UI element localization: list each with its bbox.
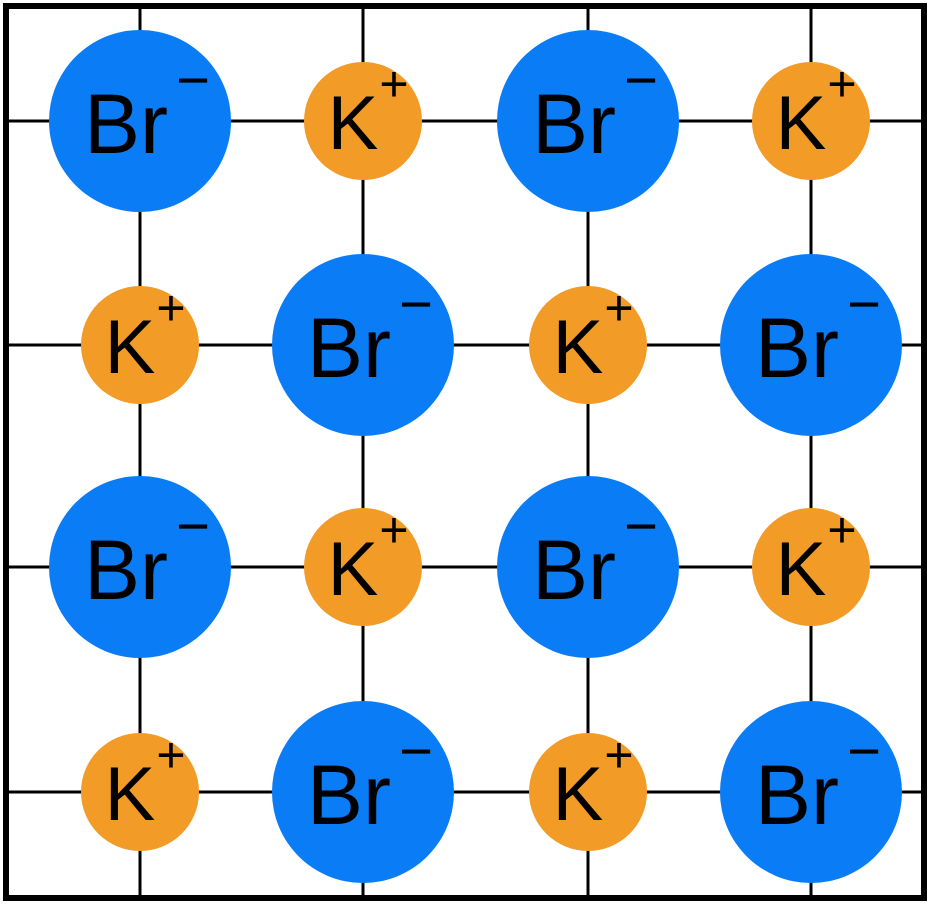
bromide-ion: Br− xyxy=(49,30,231,212)
bromide-ion-symbol: Br xyxy=(532,523,616,617)
potassium-ion-charge: + xyxy=(827,502,856,558)
potassium-ion: K+ xyxy=(752,56,870,180)
potassium-ion-symbol: K xyxy=(776,81,827,166)
bromide-ion-symbol: Br xyxy=(84,77,168,171)
bromide-ion-charge: − xyxy=(624,48,658,113)
bromide-ion-symbol: Br xyxy=(755,301,839,395)
bromide-ion-symbol: Br xyxy=(755,748,839,842)
bromide-ion-charge: − xyxy=(847,272,881,337)
bromide-ion-symbol: Br xyxy=(532,77,616,171)
bromide-ion: Br− xyxy=(497,476,679,658)
potassium-ion: K+ xyxy=(304,56,422,180)
potassium-ion-symbol: K xyxy=(328,81,379,166)
bromide-ion-charge: − xyxy=(399,272,433,337)
bromide-ion-charge: − xyxy=(624,494,658,559)
bromide-ion: Br− xyxy=(720,701,902,883)
bromide-ion-symbol: Br xyxy=(84,523,168,617)
potassium-ion-circle xyxy=(304,508,422,626)
bromide-ion-circle xyxy=(497,30,679,212)
potassium-ion: K+ xyxy=(529,280,647,404)
potassium-ion-charge: + xyxy=(156,727,185,783)
bromide-ion: Br− xyxy=(720,254,902,436)
potassium-ion: K+ xyxy=(81,727,199,851)
potassium-ion-symbol: K xyxy=(105,305,156,390)
potassium-ion-charge: + xyxy=(156,280,185,336)
ions: Br−K+Br−K+K+Br−K+Br−Br−K+Br−K+K+Br−K+Br− xyxy=(49,30,902,883)
bromide-ion-symbol: Br xyxy=(307,301,391,395)
bromide-ion: Br− xyxy=(49,476,231,658)
bromide-ion-symbol: Br xyxy=(307,748,391,842)
bromide-ion-circle xyxy=(49,30,231,212)
potassium-ion: K+ xyxy=(304,502,422,626)
potassium-ion-charge: + xyxy=(379,502,408,558)
bromide-ion-circle xyxy=(720,254,902,436)
lattice-border xyxy=(3,3,927,901)
potassium-ion-circle xyxy=(752,508,870,626)
bromide-ion-circle xyxy=(497,476,679,658)
bromide-ion: Br− xyxy=(272,254,454,436)
potassium-ion-circle xyxy=(81,733,199,851)
potassium-ion-circle xyxy=(529,733,647,851)
potassium-ion-symbol: K xyxy=(553,752,604,837)
bromide-ion-charge: − xyxy=(176,494,210,559)
bromide-ion-circle xyxy=(272,254,454,436)
bromide-ion-circle xyxy=(720,701,902,883)
potassium-ion-symbol: K xyxy=(105,752,156,837)
potassium-ion-circle xyxy=(304,62,422,180)
bromide-ion: Br− xyxy=(497,30,679,212)
potassium-ion-symbol: K xyxy=(776,527,827,612)
bromide-ion: Br− xyxy=(272,701,454,883)
bromide-ion-charge: − xyxy=(847,719,881,784)
potassium-ion-circle xyxy=(752,62,870,180)
potassium-ion-symbol: K xyxy=(328,527,379,612)
bromide-ion-charge: − xyxy=(399,719,433,784)
potassium-ion-charge: + xyxy=(379,56,408,112)
potassium-ion-charge: + xyxy=(604,280,633,336)
bromide-ion-charge: − xyxy=(176,48,210,113)
potassium-ion-circle xyxy=(529,286,647,404)
bromide-ion-circle xyxy=(272,701,454,883)
potassium-ion: K+ xyxy=(529,727,647,851)
potassium-ion-charge: + xyxy=(604,727,633,783)
bromide-ion-circle xyxy=(49,476,231,658)
potassium-ion: K+ xyxy=(752,502,870,626)
potassium-ion-circle xyxy=(81,286,199,404)
potassium-ion: K+ xyxy=(81,280,199,404)
potassium-ion-charge: + xyxy=(827,56,856,112)
potassium-ion-symbol: K xyxy=(553,305,604,390)
